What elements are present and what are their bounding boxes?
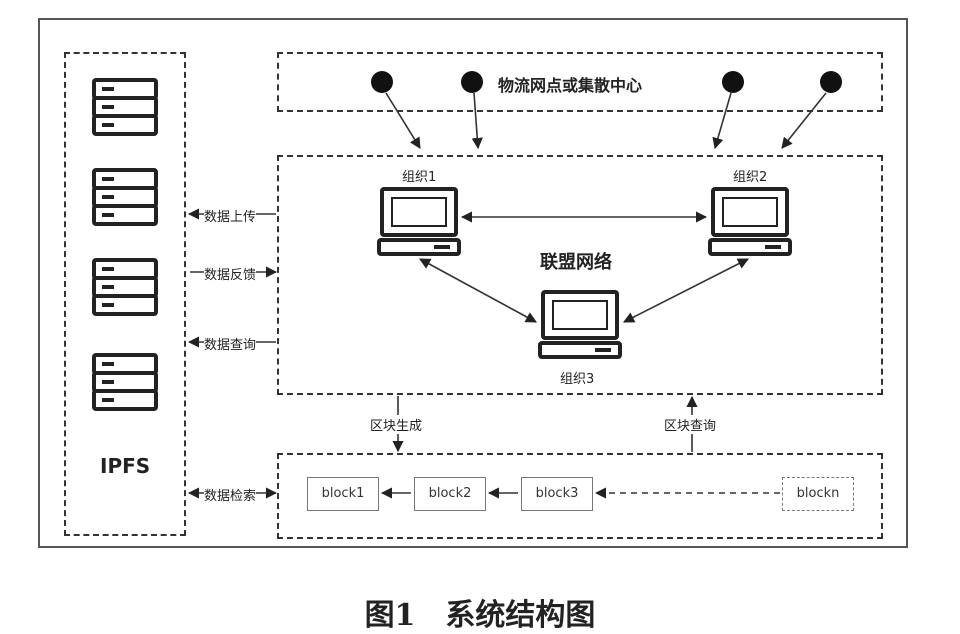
block-generate-label: 区块生成: [370, 415, 423, 434]
server-icon: [92, 258, 158, 316]
block-1: block1: [307, 477, 379, 511]
outer-frame: [38, 18, 908, 548]
data-feedback-label: 数据反馈: [204, 264, 257, 283]
logistics-node-dots: [371, 71, 842, 93]
alliance-label: 联盟网络: [540, 248, 612, 274]
logistics-label: 物流网点或集散中心: [498, 72, 643, 96]
ipfs-label: IPFS: [100, 454, 151, 478]
org3-label: 组织3: [560, 368, 595, 387]
server-icon: [92, 168, 158, 226]
data-query-label: 数据查询: [204, 334, 257, 353]
block-3: block3: [521, 477, 593, 511]
org2-label: 组织2: [733, 166, 768, 185]
block-n: blockn: [782, 477, 854, 511]
vertical-arrows: [392, 395, 698, 453]
ipfs-panel: [64, 52, 186, 536]
logistics-panel: [277, 52, 883, 112]
figure-caption: 图1 系统结构图: [364, 598, 596, 633]
data-upload-label: 数据上传: [204, 206, 257, 225]
block-query-label: 区块查询: [664, 415, 717, 434]
alliance-network-panel: [277, 155, 883, 395]
computer-icon-org1: [377, 187, 461, 256]
computer-icon-org2: [708, 187, 792, 256]
blockchain-panel: [277, 453, 883, 539]
data-retrieve-label: 数据检索: [204, 485, 257, 504]
block-2: block2: [414, 477, 486, 511]
computer-icon-org3: [538, 290, 622, 359]
node-arrows: [385, 92, 827, 150]
server-icon: [92, 78, 158, 136]
org1-label: 组织1: [402, 166, 437, 185]
alliance-links: [419, 211, 749, 323]
side-arrows: [187, 208, 278, 499]
server-icon: [92, 353, 158, 411]
